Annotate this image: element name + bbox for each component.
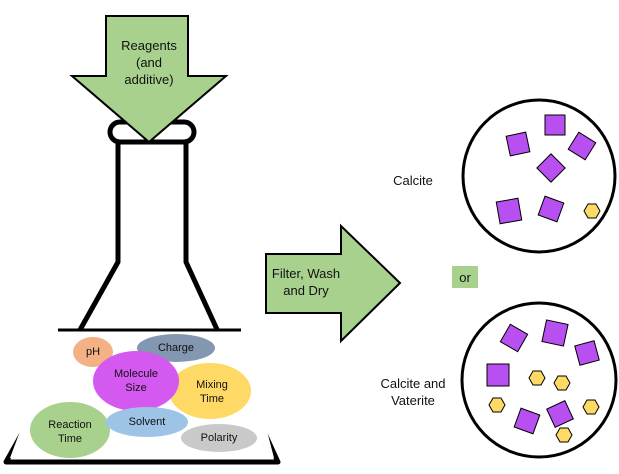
reagents-label: Reagents (and additive) xyxy=(121,38,177,87)
factor-reaction-time-label: Reaction Time xyxy=(48,419,92,445)
factor-mixing-time-label: Mixing Time xyxy=(196,379,228,405)
calcite-crystal xyxy=(495,197,523,225)
vaterite-crystal xyxy=(528,370,546,386)
factor-solvent-ellipse xyxy=(106,407,188,437)
vaterite-crystal xyxy=(582,399,600,415)
factor-mixing-time-ellipse xyxy=(169,363,251,419)
calcite-crystal xyxy=(567,131,597,161)
calcite-crystal xyxy=(536,153,566,183)
calcite-crystal xyxy=(546,400,574,428)
filter-wash-dry-label: Filter, Wash and Dry xyxy=(271,266,341,298)
filter-wash-dry-arrow xyxy=(265,223,402,344)
factor-solvent-label: Solvent xyxy=(128,416,166,428)
outcome-calcite-vaterite-label: Calcite and Vaterite xyxy=(380,376,446,408)
factor-molecule-size-ellipse xyxy=(93,351,179,411)
calcite-crystal xyxy=(537,195,565,223)
calcite-crystal xyxy=(574,340,600,366)
reagents-arrow xyxy=(69,15,229,144)
factor-molecule-size-label: Molecule Size xyxy=(113,368,159,394)
factor-charge-label: Charge xyxy=(157,342,195,354)
outcome-calcite-circle xyxy=(461,98,617,254)
calcite-crystal xyxy=(486,363,510,387)
calcite-crystal xyxy=(513,407,541,435)
factor-polarity-ellipse xyxy=(181,424,257,452)
outcome-calcite-label: Calcite xyxy=(393,173,433,188)
vaterite-crystal xyxy=(488,397,506,413)
vaterite-crystal xyxy=(553,375,571,391)
calcite-crystal xyxy=(499,323,529,353)
calcite-crystal xyxy=(505,131,531,157)
vaterite-crystal xyxy=(583,203,601,219)
factor-ph-ellipse xyxy=(73,337,113,367)
or-label: or xyxy=(459,270,471,285)
vaterite-crystal xyxy=(555,427,573,443)
factor-reaction-time-ellipse xyxy=(30,402,110,458)
sample-dish-calcite xyxy=(461,98,617,254)
outcome-calcite-vaterite-circle xyxy=(460,301,618,459)
factor-ph-label: pH xyxy=(85,346,101,358)
factor-polarity-label: Polarity xyxy=(200,432,238,444)
or-box xyxy=(452,266,478,288)
calcite-crystal xyxy=(544,114,566,136)
flask-factors xyxy=(30,334,257,458)
calcite-crystal xyxy=(541,319,569,347)
